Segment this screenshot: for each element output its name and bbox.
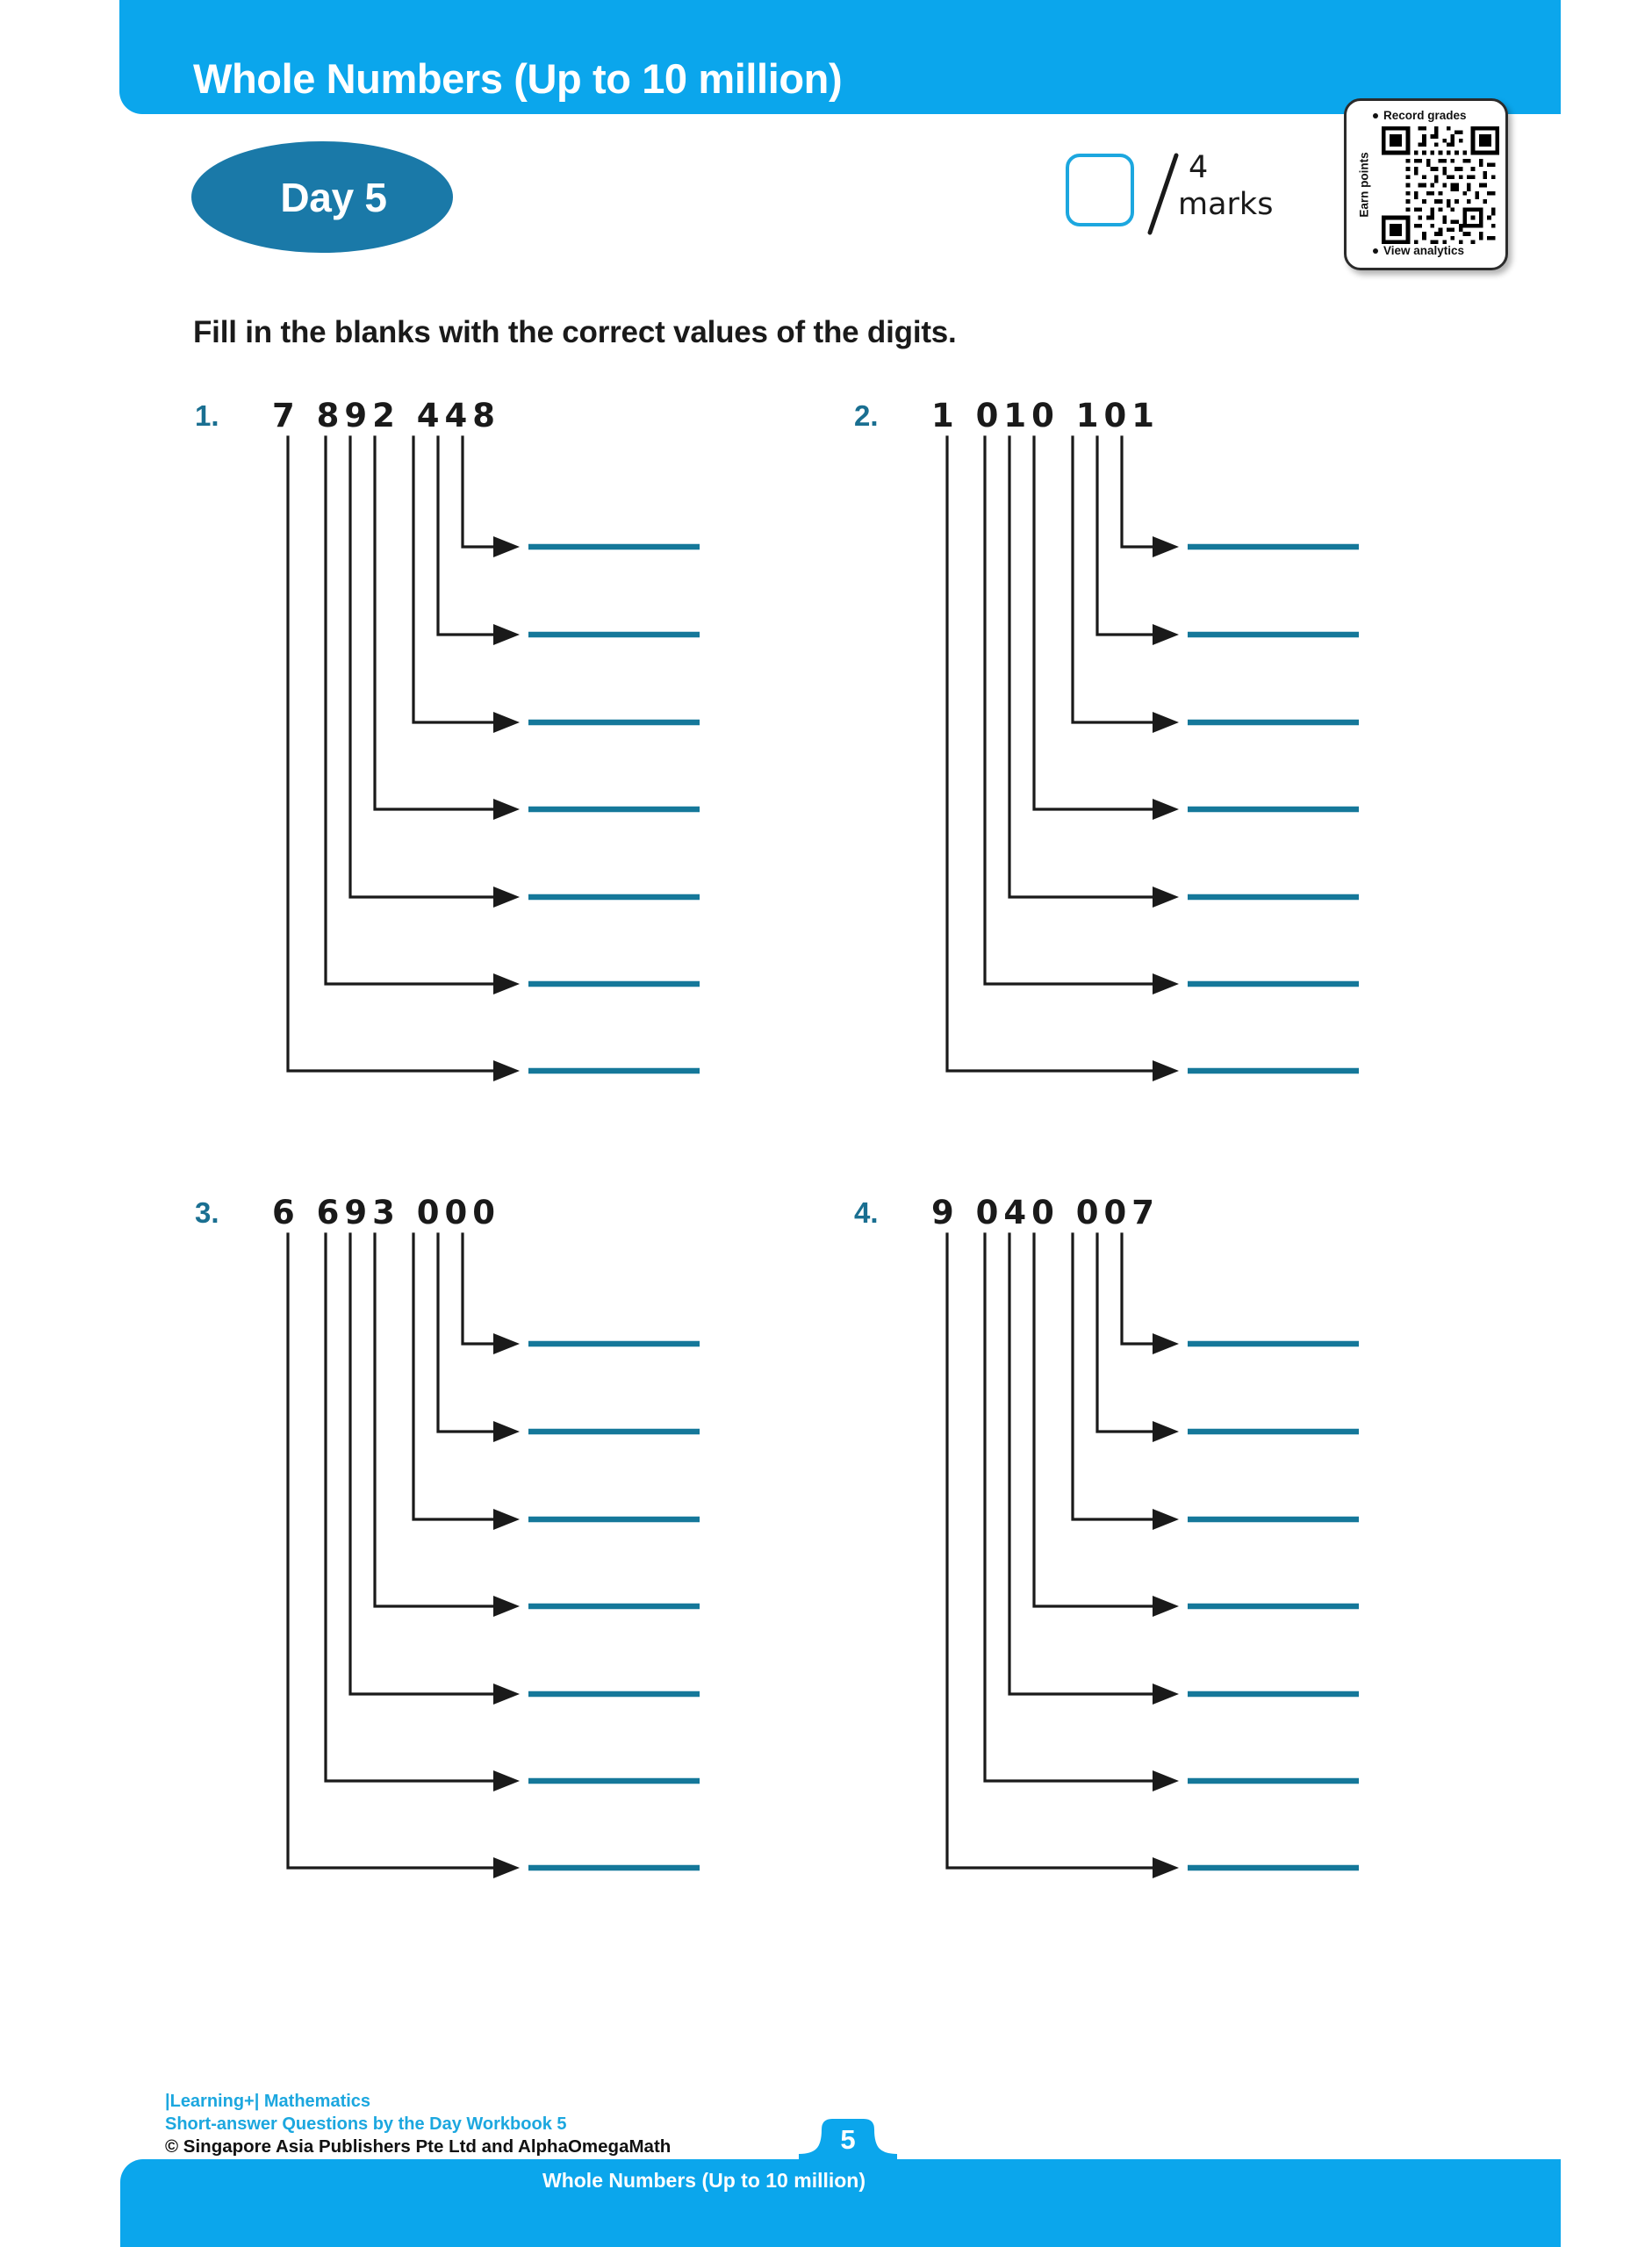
qr-code-card[interactable]: Record grades Earn points — [1344, 98, 1508, 270]
bullet-icon — [1373, 112, 1378, 118]
slash-icon — [1145, 148, 1183, 240]
place-value-diagram — [195, 433, 739, 1117]
place-value-diagram — [854, 433, 1398, 1117]
place-value-diagram — [195, 1230, 739, 1914]
footer-line-2: Short-answer Questions by the Day Workbo… — [165, 2114, 567, 2134]
qr-record-grades-row: Record grades — [1373, 109, 1506, 122]
page-number: 5 — [840, 2124, 856, 2155]
question-digits: 6 693 000 — [272, 1194, 500, 1231]
footer-bar — [120, 2159, 1561, 2247]
instruction-text: Fill in the blanks with the correct valu… — [193, 315, 957, 349]
page-number-tab — [799, 2117, 897, 2170]
header-bar — [119, 0, 1561, 114]
qr-bottom-label: View analytics — [1383, 244, 1465, 257]
footer-credits: |Learning+| Mathematics Short-answer Que… — [165, 2090, 671, 2159]
footer-line-1: |Learning+| Mathematics — [165, 2092, 371, 2111]
question-number: 3. — [195, 1196, 219, 1229]
footer-copyright: © Singapore Asia Publishers Pte Ltd and … — [165, 2136, 672, 2157]
question-number: 1. — [195, 399, 219, 432]
marks-count: 4 — [1189, 150, 1209, 185]
footer-bar-label: Whole Numbers (Up to 10 million) — [542, 2169, 866, 2192]
day-badge: Day 5 — [191, 141, 453, 253]
marks-unit-label: marks — [1178, 187, 1274, 222]
question-number: 4. — [854, 1196, 879, 1229]
marks-area: 4 marks — [1066, 150, 1294, 250]
qr-code-icon[interactable] — [1382, 126, 1499, 244]
place-value-diagram — [854, 1230, 1398, 1914]
question-digits: 1 010 101 — [931, 397, 1160, 434]
question-number: 2. — [854, 399, 879, 432]
question-digits: 7 892 448 — [272, 397, 500, 434]
page-title: Whole Numbers (Up to 10 million) — [193, 55, 843, 102]
question-digits: 9 040 007 — [931, 1194, 1160, 1231]
qr-side-label: Earn points — [1357, 152, 1371, 218]
day-badge-label: Day 5 — [280, 174, 387, 220]
qr-view-analytics-row: View analytics — [1373, 244, 1506, 257]
marks-score-input[interactable] — [1066, 154, 1134, 226]
qr-top-label: Record grades — [1383, 109, 1467, 122]
bullet-icon — [1373, 248, 1378, 254]
